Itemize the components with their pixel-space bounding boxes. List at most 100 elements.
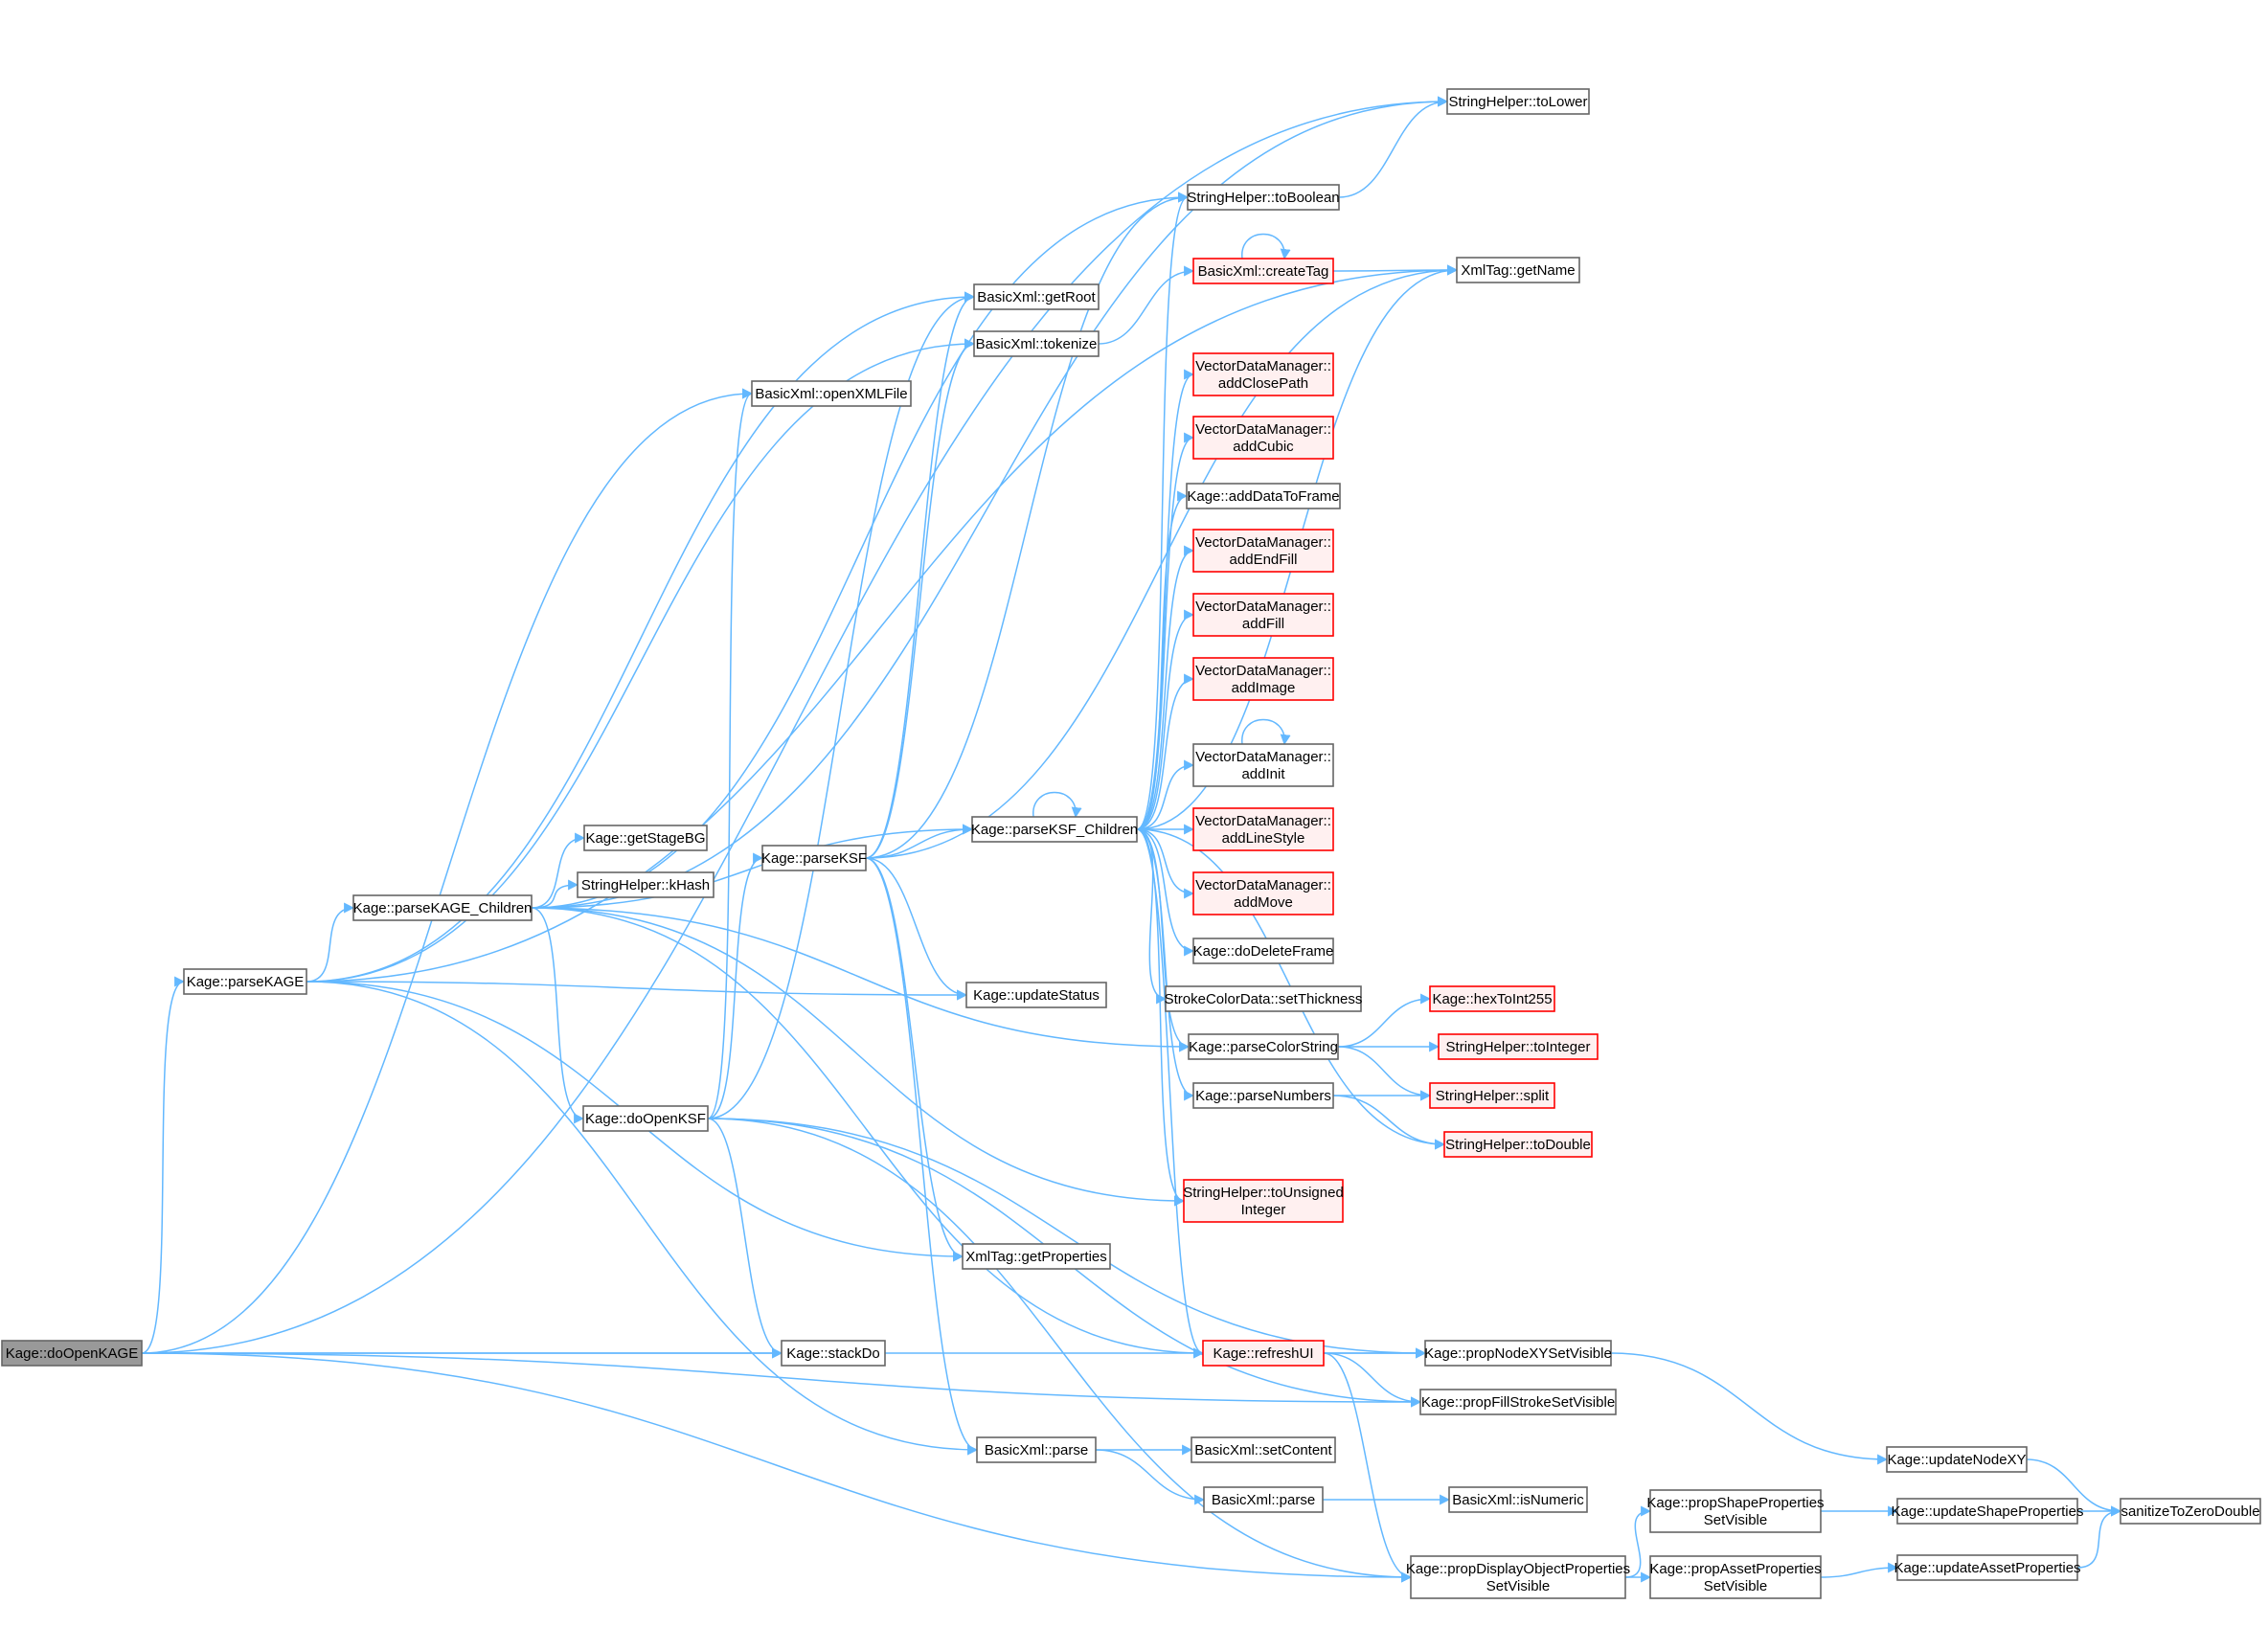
node-hex-to-int255[interactable]: Kage::hexToInt255 bbox=[1429, 985, 1555, 1012]
edge-do-open-kage-to-to-lower bbox=[141, 96, 1449, 1354]
node-sanitize-to-zero-double[interactable]: sanitizeToZeroDouble bbox=[2120, 1498, 2261, 1525]
node-get-properties[interactable]: XmlTag::getProperties bbox=[962, 1243, 1111, 1270]
node-stack-do[interactable]: Kage::stackDo bbox=[781, 1340, 886, 1367]
node-is-numeric[interactable]: BasicXml::isNumeric bbox=[1448, 1486, 1588, 1513]
node-label: Kage::addDataToFrame bbox=[1187, 488, 1339, 505]
node-add-move[interactable]: VectorDataManager::addMove bbox=[1192, 871, 1334, 915]
node-prop-display-object-properties-set-visible[interactable]: Kage::propDisplayObjectPropertiesSetVisi… bbox=[1406, 1555, 1630, 1599]
node-label: VectorDataManager:: bbox=[1195, 599, 1331, 615]
edge-parse-kage-children-to-parse-ksf-children bbox=[531, 824, 974, 909]
node-to-double[interactable]: StringHelper::toDouble bbox=[1443, 1131, 1593, 1158]
node-k-hash[interactable]: StringHelper::kHash bbox=[577, 871, 714, 898]
node-prop-node-xyset-visible[interactable]: Kage::propNodeXYSetVisible bbox=[1424, 1340, 1612, 1367]
edge-parse-ksf-to-parse1 bbox=[865, 857, 979, 1456]
node-label: addCubic bbox=[1233, 439, 1294, 455]
edge-to-boolean-to-to-lower bbox=[1338, 96, 1449, 198]
node-add-data-to-frame[interactable]: Kage::addDataToFrame bbox=[1186, 483, 1341, 509]
edge-parse-kage-children-to-to-unsigned-integer bbox=[531, 907, 1186, 1207]
node-box bbox=[1456, 257, 1580, 283]
node-split[interactable]: StringHelper::split bbox=[1429, 1082, 1555, 1109]
node-box bbox=[183, 968, 307, 995]
node-parse-kage-children[interactable]: Kage::parseKAGE_Children bbox=[352, 894, 533, 921]
node-parse-ksf[interactable]: Kage::parseKSF bbox=[761, 845, 867, 871]
node-box bbox=[1202, 1340, 1325, 1367]
node-create-tag[interactable]: BasicXml::createTag bbox=[1192, 258, 1334, 284]
node-label: addMove bbox=[1234, 894, 1293, 911]
edge-parse-ksf-children-to-parse-numbers bbox=[1136, 828, 1195, 1101]
edge-parse1-to-parse2 bbox=[1095, 1449, 1206, 1505]
node-add-end-fill[interactable]: VectorDataManager::addEndFill bbox=[1192, 529, 1334, 573]
edge-parse-color-string-to-split bbox=[1337, 1046, 1432, 1101]
node-add-image[interactable]: VectorDataManager::addImage bbox=[1192, 657, 1334, 701]
edge-do-open-ksf-to-prop-node-xyset-visible bbox=[707, 1118, 1427, 1359]
node-update-node-xy[interactable]: Kage::updateNodeXY bbox=[1886, 1446, 2028, 1473]
node-to-lower[interactable]: StringHelper::toLower bbox=[1446, 88, 1590, 115]
edge-parse-ksf-to-get-properties bbox=[865, 857, 964, 1262]
node-box bbox=[1419, 1389, 1617, 1415]
node-box bbox=[1649, 1555, 1822, 1599]
node-box bbox=[976, 1436, 1097, 1463]
edge-parse-ksf-children-to-add-move bbox=[1136, 828, 1195, 899]
node-do-open-kage[interactable]: Kage::doOpenKAGE bbox=[1, 1340, 143, 1367]
node-to-integer[interactable]: StringHelper::toInteger bbox=[1438, 1033, 1599, 1060]
node-parse-ksf-children[interactable]: Kage::parseKSF_Children bbox=[971, 816, 1138, 843]
node-box bbox=[582, 1105, 709, 1132]
edge-parse-ksf-children-to-add-data-to-frame bbox=[1136, 490, 1189, 830]
node-label: Kage::updateShapeProperties bbox=[1892, 1503, 2084, 1520]
node-get-root[interactable]: BasicXml::getRoot bbox=[973, 283, 1100, 310]
node-box bbox=[1410, 1555, 1626, 1599]
node-box bbox=[1443, 1131, 1593, 1158]
node-box bbox=[1192, 1082, 1334, 1109]
node-get-stage-bg[interactable]: Kage::getStageBG bbox=[583, 825, 708, 851]
node-add-fill[interactable]: VectorDataManager::addFill bbox=[1192, 593, 1334, 637]
node-label: Kage::doOpenKSF bbox=[585, 1111, 706, 1127]
node-add-cubic[interactable]: VectorDataManager::addCubic bbox=[1192, 416, 1334, 460]
node-do-delete-frame[interactable]: Kage::doDeleteFrame bbox=[1192, 938, 1334, 964]
node-label: Kage::stackDo bbox=[786, 1345, 880, 1362]
node-update-shape-properties[interactable]: Kage::updateShapeProperties bbox=[1892, 1498, 2084, 1525]
node-box bbox=[352, 894, 533, 921]
nodes-layer: Kage::doOpenKAGEKage::parseKAGEKage::par… bbox=[1, 88, 2261, 1599]
node-label: StringHelper::toUnsigned bbox=[1183, 1185, 1344, 1201]
node-label: VectorDataManager:: bbox=[1195, 534, 1331, 551]
node-label: Kage::updateStatus bbox=[973, 987, 1100, 1004]
edge-parse-kage-to-get-root bbox=[306, 291, 976, 983]
edge-do-open-ksf-to-prop-display-object-properties-set-visible bbox=[707, 1118, 1413, 1583]
node-label: Kage::propAssetProperties bbox=[1649, 1561, 1821, 1577]
edge-parse-ksf-children-to-add-image bbox=[1136, 673, 1195, 830]
edge-update-asset-properties-to-sanitize-to-zero-double bbox=[2076, 1505, 2122, 1569]
node-parse-numbers[interactable]: Kage::parseNumbers bbox=[1192, 1082, 1334, 1109]
node-set-thickness[interactable]: StrokeColorData::setThickness bbox=[1165, 985, 1363, 1012]
edge-do-open-kage-to-parse-kage bbox=[141, 976, 186, 1354]
node-parse-color-string[interactable]: Kage::parseColorString bbox=[1188, 1033, 1339, 1060]
node-box bbox=[1192, 938, 1334, 964]
node-to-boolean[interactable]: StringHelper::toBoolean bbox=[1187, 184, 1340, 211]
node-label: XmlTag::getProperties bbox=[965, 1249, 1107, 1265]
node-set-content[interactable]: BasicXml::setContent bbox=[1191, 1436, 1336, 1463]
node-box bbox=[1438, 1033, 1599, 1060]
node-tokenize[interactable]: BasicXml::tokenize bbox=[973, 330, 1100, 357]
node-label: Kage::propShapeProperties bbox=[1646, 1495, 1824, 1511]
node-open-xmlfile[interactable]: BasicXml::openXMLFile bbox=[751, 380, 912, 407]
node-get-name[interactable]: XmlTag::getName bbox=[1456, 257, 1580, 283]
node-add-line-style[interactable]: VectorDataManager::addLineStyle bbox=[1192, 807, 1334, 851]
node-refresh-ui[interactable]: Kage::refreshUI bbox=[1202, 1340, 1325, 1367]
node-parse-kage[interactable]: Kage::parseKAGE bbox=[183, 968, 307, 995]
node-parse2[interactable]: BasicXml::parse bbox=[1203, 1486, 1324, 1513]
node-update-status[interactable]: Kage::updateStatus bbox=[965, 982, 1107, 1008]
node-update-asset-properties[interactable]: Kage::updateAssetProperties bbox=[1894, 1554, 2081, 1581]
edge-parse-ksf-to-update-status bbox=[865, 857, 968, 1001]
node-prop-fill-stroke-set-visible[interactable]: Kage::propFillStrokeSetVisible bbox=[1419, 1389, 1617, 1415]
node-label: StringHelper::split bbox=[1436, 1088, 1550, 1104]
node-add-init[interactable]: VectorDataManager::addInit bbox=[1192, 743, 1334, 787]
node-box bbox=[583, 825, 708, 851]
node-do-open-ksf[interactable]: Kage::doOpenKSF bbox=[582, 1105, 709, 1132]
edge-parse-ksf-children-to-add-fill bbox=[1136, 609, 1195, 830]
node-add-close-path[interactable]: VectorDataManager::addClosePath bbox=[1192, 352, 1334, 396]
edge-parse-kage-children-to-to-lower bbox=[531, 96, 1449, 909]
node-parse1[interactable]: BasicXml::parse bbox=[976, 1436, 1097, 1463]
node-box bbox=[1429, 985, 1555, 1012]
